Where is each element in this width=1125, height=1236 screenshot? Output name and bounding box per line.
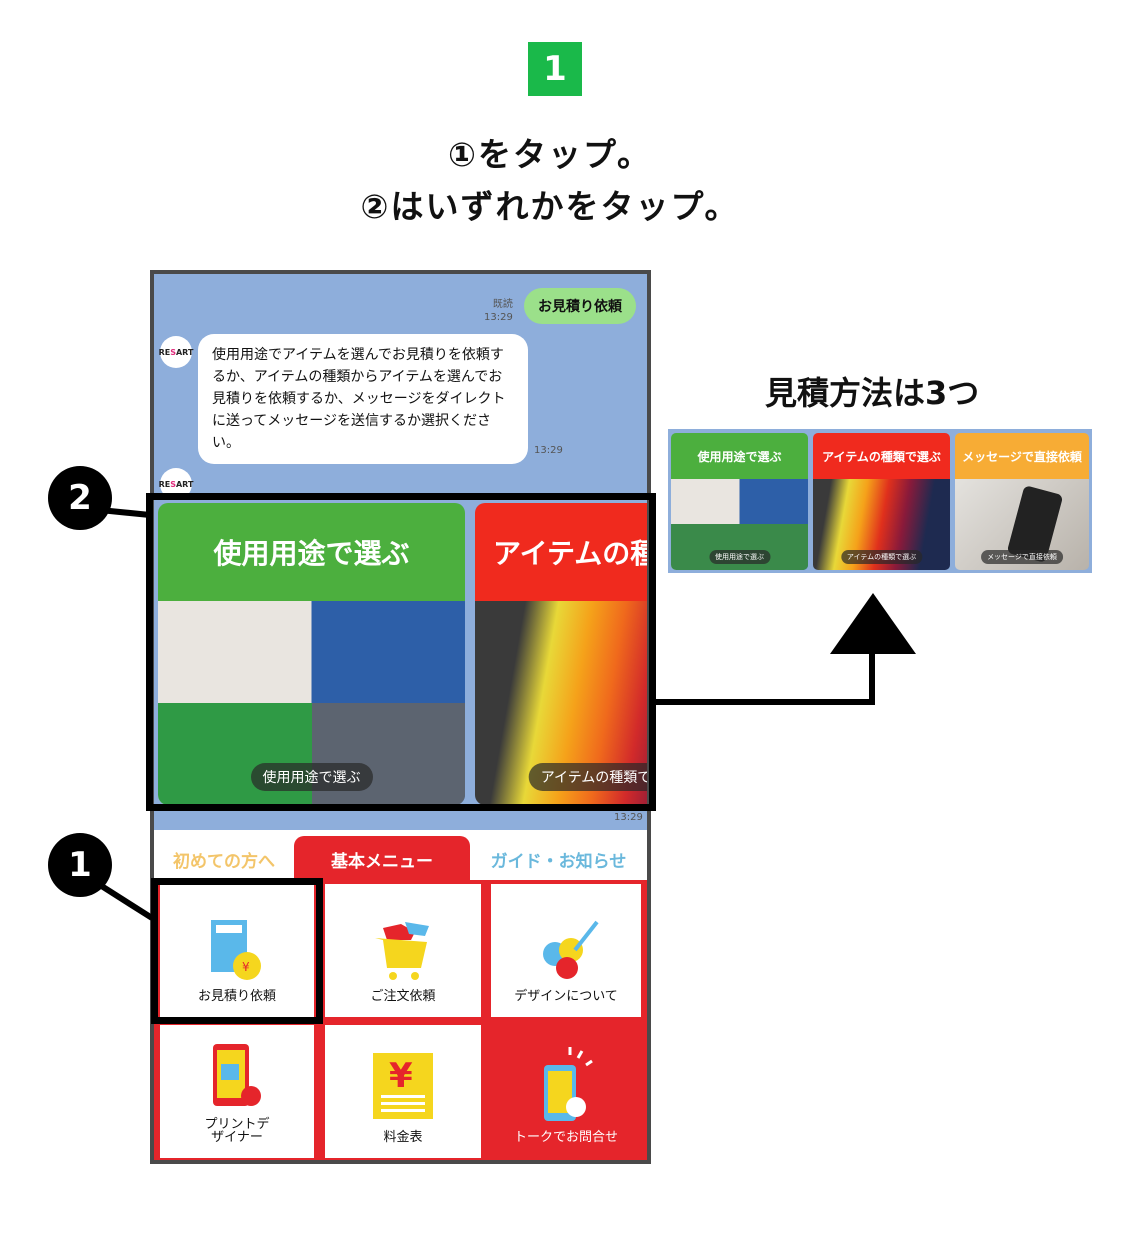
- step-number-badge: 1: [528, 42, 582, 96]
- menu-item-label: トークでお問合せ: [513, 1130, 618, 1145]
- marker-1: 1: [48, 833, 112, 897]
- received-message-bubble: 使用用途でアイテムを選んでお見積りを依頼するか、アイテムの種類からアイテムを選ん…: [198, 334, 528, 464]
- menu-item-design[interactable]: デザインについて: [491, 884, 641, 1017]
- phone-chat-icon: [544, 1047, 593, 1121]
- tab-basic-menu[interactable]: 基本メニュー: [294, 836, 470, 882]
- menu-item-label: 料金表: [383, 1130, 423, 1145]
- price-sheet-icon: ¥: [373, 1053, 433, 1119]
- menu-item-estimate[interactable]: ¥ お見積り依頼: [160, 884, 314, 1017]
- menu-item-label: ご注文依頼: [370, 989, 436, 1004]
- menu-item-order[interactable]: ご注文依頼: [325, 884, 481, 1017]
- svg-text:¥: ¥: [242, 960, 250, 974]
- menu-item-price-list[interactable]: ¥ 料金表: [325, 1025, 481, 1158]
- highlight-box-estimate: [151, 878, 323, 1024]
- rich-menu-tabs: 初めての方へ 基本メニュー ガイド・お知らせ: [154, 830, 647, 882]
- svg-text:¥: ¥: [389, 1056, 413, 1096]
- paint-splash-icon: [543, 920, 599, 979]
- menu-item-label: デザインについて: [514, 989, 618, 1004]
- card-caption: アイテムの種類で選ぶ: [528, 763, 647, 791]
- menu-item-talk-inquiry[interactable]: トークでお問合せ: [491, 1025, 641, 1158]
- menu-item-print-designer[interactable]: プリントデザイナー: [160, 1025, 314, 1158]
- phone-tap-icon: [213, 1044, 261, 1106]
- arrow-up-icon: [830, 593, 916, 654]
- tab-first-time[interactable]: 初めての方へ: [173, 851, 275, 872]
- menu-item-label: お見積り依頼: [197, 989, 276, 1004]
- marker-2: 2: [48, 466, 112, 530]
- carousel-card-usage[interactable]: 使用用途で選ぶ 使用用途で選ぶ: [158, 503, 465, 805]
- shopping-cart-icon: [375, 922, 429, 980]
- card-title: 使用用途で選ぶ: [158, 503, 465, 601]
- calculator-icon: ¥: [211, 920, 261, 980]
- preview-card-message: メッセージで直接依頼 メッセージで直接依頼: [955, 433, 1089, 570]
- preview-card-usage: 使用用途で選ぶ 使用用途で選ぶ: [671, 433, 808, 570]
- tab-guide-news[interactable]: ガイド・お知らせ: [490, 851, 627, 872]
- carousel-preview: 使用用途で選ぶ 使用用途で選ぶ アイテムの種類で選ぶ アイテムの種類で選ぶ メッ…: [668, 429, 1092, 573]
- sent-message-bubble: お見積り依頼: [524, 288, 636, 324]
- preview-card-item-type: アイテムの種類で選ぶ アイテムの種類で選ぶ: [813, 433, 950, 570]
- instruction-line-2: ②はいずれかをタップ。: [360, 187, 740, 226]
- message-time: 13:29: [534, 445, 563, 456]
- carousel-card-item-type[interactable]: アイテムの種類で選ぶ アイテムの種類で選ぶ: [475, 503, 647, 805]
- instruction-line-1: ①をタップ。: [448, 135, 652, 174]
- card-title: アイテムの種類で選ぶ: [475, 503, 647, 601]
- highlight-box-carousel: [146, 493, 656, 811]
- carousel-time: 13:29: [614, 812, 643, 823]
- side-title: 見積方法は3つ: [765, 374, 980, 412]
- card-caption: 使用用途で選ぶ: [250, 763, 373, 791]
- menu-item-label: プリントデザイナー: [204, 1117, 270, 1145]
